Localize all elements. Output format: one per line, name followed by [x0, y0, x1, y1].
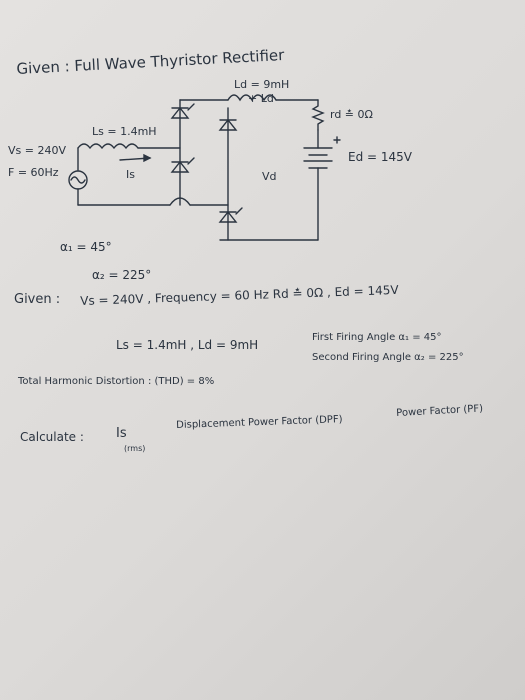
label-vd: Vd	[262, 170, 277, 183]
label-rd: rd ≛ 0Ω	[330, 108, 373, 121]
label-frequency: F = 60Hz	[8, 166, 59, 179]
label-ld-top: Ld = 9mH	[234, 78, 290, 91]
calculate-is-rms: (rms)	[124, 444, 146, 453]
calculate-is: Is	[116, 426, 127, 441]
is-arrowhead	[143, 153, 152, 163]
given-label: Given :	[14, 292, 61, 307]
given-thd: Total Harmonic Distortion : (THD) = 8%	[18, 376, 215, 387]
given-first-firing-angle: First Firing Angle α₁ = 45°	[312, 332, 442, 343]
label-vs: Vs = 240V	[8, 144, 66, 157]
label-ed: Ed = 145V	[348, 150, 412, 164]
rectifier-circuit-diagram	[68, 94, 341, 241]
ac-source-wave	[70, 176, 86, 184]
thyristor-t3	[170, 157, 195, 173]
thyristor-t1	[170, 103, 195, 119]
calculate-dpf: Displacement Power Factor (DPF)	[176, 414, 343, 431]
inductor-ls	[77, 143, 139, 150]
label-ls: Ls = 1.4mH	[92, 125, 157, 138]
resistor-rd	[311, 99, 325, 131]
thyristor-t2	[218, 118, 238, 131]
calculate-label: Calculate :	[20, 430, 84, 444]
thyristor-t4	[218, 207, 243, 223]
inductor-ld	[227, 94, 277, 102]
label-is-circuit: Is	[126, 168, 135, 181]
given-ls-ld: Ls = 1.4mH , Ld = 9mH	[116, 338, 259, 352]
label-alpha2-circuit: α₂ = 225°	[92, 268, 152, 282]
label-ld-plus: + Ld	[248, 92, 274, 105]
label-alpha1-circuit: α₁ = 45°	[60, 240, 112, 254]
wire-crossover	[169, 197, 191, 206]
given-second-firing-angle: Second Firing Angle α₂ = 225°	[312, 352, 464, 363]
calculate-pf: Power Factor (PF)	[396, 403, 484, 419]
